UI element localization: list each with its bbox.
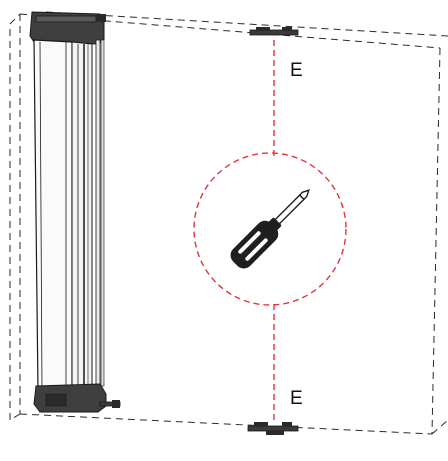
blind-cassette [29, 11, 121, 413]
bottom-bracket [247, 422, 299, 435]
frame-outline [9, 11, 448, 435]
screwdriver-icon [230, 189, 310, 269]
bottom-bracket-label: E [290, 388, 303, 409]
detail-circle [193, 152, 347, 306]
blind-bottom-cap [33, 383, 107, 413]
blind-rail [71, 41, 93, 393]
top-bracket [249, 27, 299, 36]
top-bracket-label: E [290, 60, 303, 81]
highlight-leaders [193, 40, 347, 420]
